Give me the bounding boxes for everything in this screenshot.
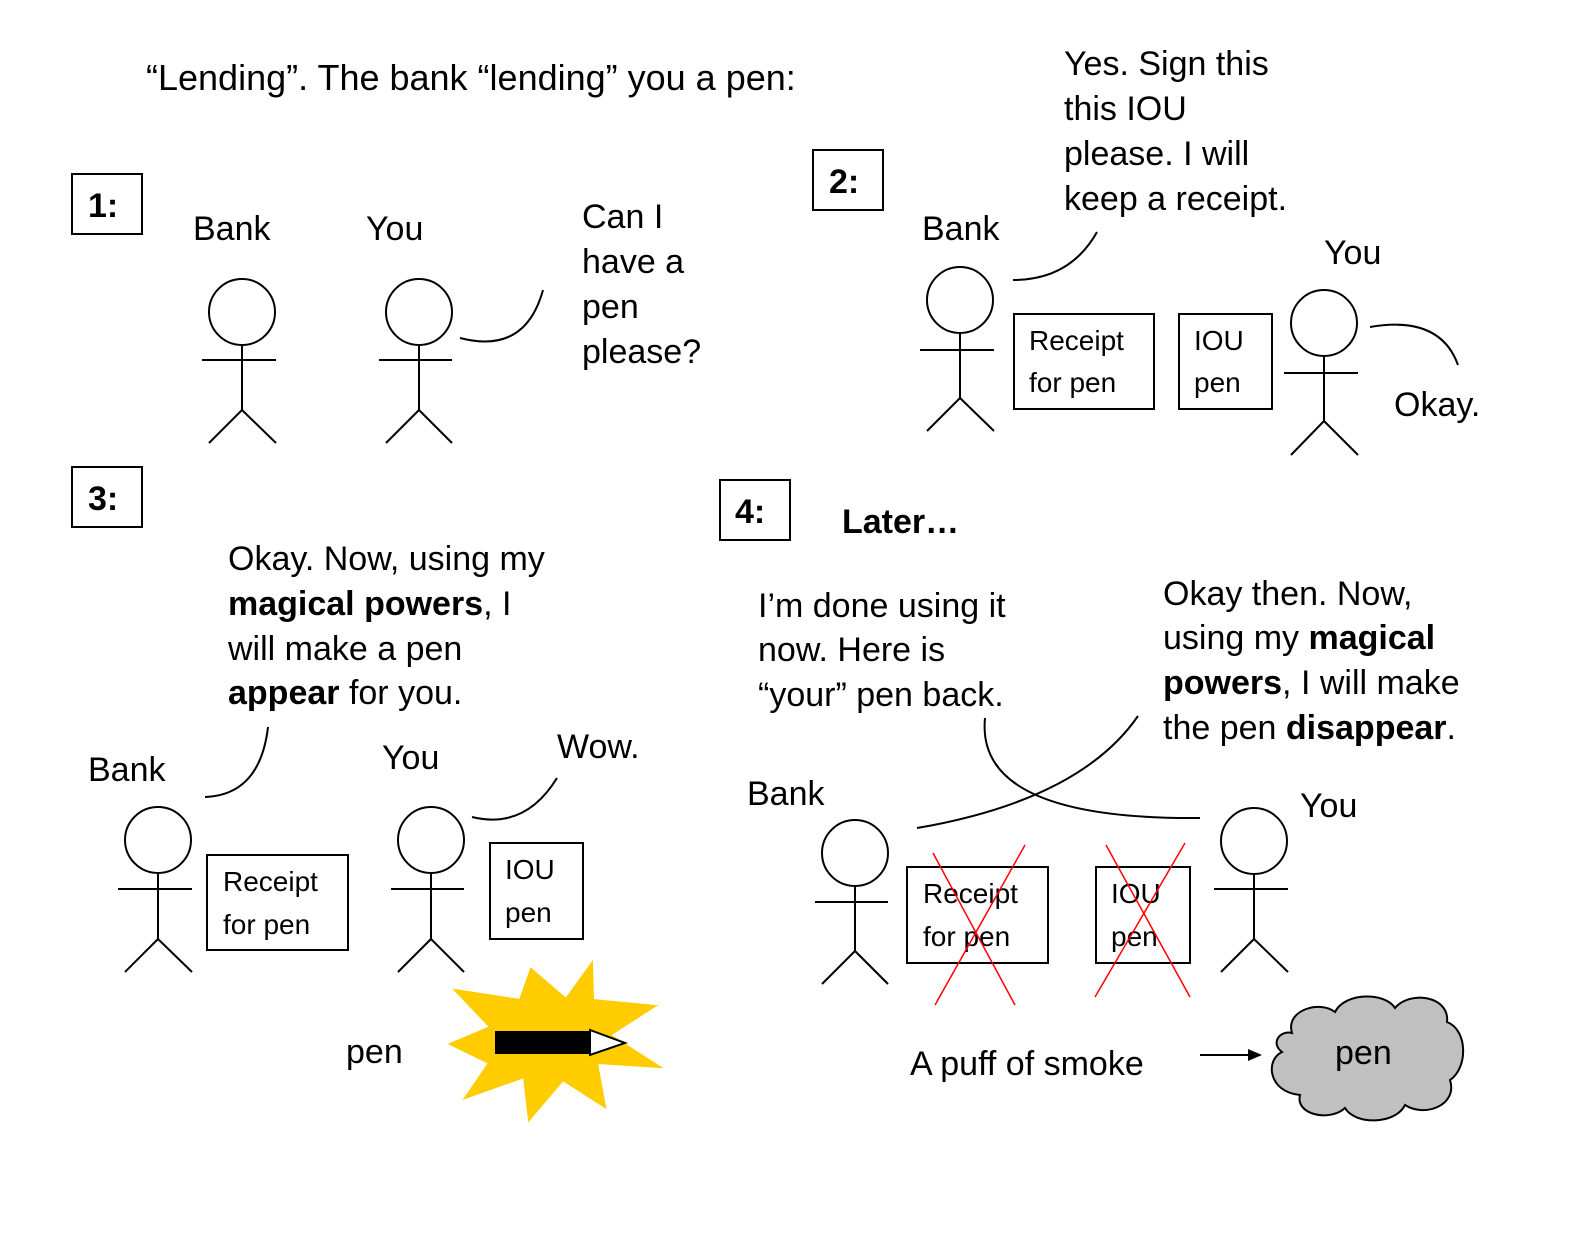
panel-3-bank-figure (118, 806, 193, 973)
panel-3-iou-text: IOU pen (505, 854, 563, 928)
panel-1-you-speech: Can I have a pen please? (582, 198, 701, 371)
panel-4-label: 4: (735, 493, 765, 531)
pencil-icon (495, 1028, 628, 1057)
panel-2-label: 2: (829, 163, 859, 201)
panel-4-smoke-label: A puff of smoke (910, 1045, 1144, 1083)
panel-2-bank-figure (920, 266, 995, 432)
panel-3-you-figure (391, 806, 465, 973)
panel-2-receipt-text: Receipt for pen (1029, 325, 1132, 398)
panel-1-you-figure (379, 278, 453, 444)
panel-4-bank-label: Bank (747, 775, 825, 813)
panel-2-iou-card (1178, 313, 1273, 410)
arrow-right-icon (1200, 1049, 1262, 1061)
panel-4-bank-speech-tail (916, 715, 1139, 829)
panel-3-label: 3: (88, 480, 118, 518)
panel-3-label-box (71, 466, 143, 528)
panel-3-pen-label: pen (346, 1033, 403, 1071)
smoke-cloud-icon (1270, 995, 1465, 1122)
panel-3-receipt-text: Receipt for pen (223, 866, 326, 940)
panel-1-you-label: You (366, 210, 423, 248)
panel-1-label: 1: (88, 187, 118, 225)
panel-2-bank-label: Bank (922, 210, 1000, 248)
panel-2-label-box (812, 149, 884, 211)
panel-2-receipt-card (1013, 313, 1155, 410)
panel-3-bank-label: Bank (88, 751, 166, 789)
panel-4-receipt-text: Receipt for pen (923, 878, 1026, 952)
panel-2-bank-speech: Yes. Sign this this IOU please. I will k… (1064, 45, 1287, 218)
panel-3-iou-card (489, 842, 584, 940)
panel-4-cloud-label: pen (1335, 1034, 1392, 1072)
panel-4-later: Later… (842, 503, 959, 541)
panel-2-bank-speech-tail (1012, 231, 1098, 281)
panel-3: 3: Okay. Now, using my magical powers, I… (71, 466, 664, 1123)
panel-2-you-speech: Okay. (1394, 386, 1480, 424)
panel-4-iou-card (1095, 866, 1191, 964)
panel-2: 2: Yes. Sign this this IOU please. I wil… (812, 45, 1480, 456)
panel-1-bank-label: Bank (193, 210, 271, 248)
panel-4-receipt-cross (932, 844, 1026, 1006)
panel-4: 4: Later… I’m done using it now. Here is… (719, 479, 1469, 1122)
panel-2-iou-text: IOU pen (1194, 325, 1252, 398)
panel-4-iou-text: IOU pen (1111, 878, 1169, 952)
panel-1-bank-figure (202, 278, 277, 444)
comic-title: “Lending”. The bank “lending” you a pen: (146, 57, 796, 98)
panel-4-you-speech-tail (983, 717, 1201, 820)
panel-3-you-label: You (382, 739, 439, 777)
panel-3-you-speech: Wow. (557, 728, 640, 766)
panel-3-bank-speech-tail (204, 726, 269, 798)
panel-4-bank-figure (815, 819, 889, 985)
panel-1: 1: Bank You Can I have a pen please? (71, 173, 701, 444)
panel-2-you-speech-tail (1369, 323, 1459, 366)
panel-3-bank-speech: Okay. Now, using my magical powers, I wi… (227, 540, 554, 712)
panel-4-you-figure (1214, 807, 1289, 973)
panel-4-you-label: You (1300, 787, 1357, 825)
panel-4-you-speech: I’m done using it now. Here is “your” pe… (758, 587, 1015, 714)
panel-3-receipt-card (206, 854, 349, 951)
panel-1-speech-tail (459, 289, 544, 343)
panel-1-label-box (71, 173, 143, 235)
panel-4-receipt-card (906, 866, 1049, 964)
panel-4-label-box (719, 479, 791, 541)
panel-4-iou-cross (1094, 842, 1191, 998)
panel-3-you-speech-tail (471, 777, 558, 821)
panel-2-you-label: You (1324, 234, 1381, 272)
panel-2-you-figure (1284, 289, 1359, 456)
panel-4-bank-speech: Okay then. Now, using my magical powers,… (1163, 575, 1469, 747)
